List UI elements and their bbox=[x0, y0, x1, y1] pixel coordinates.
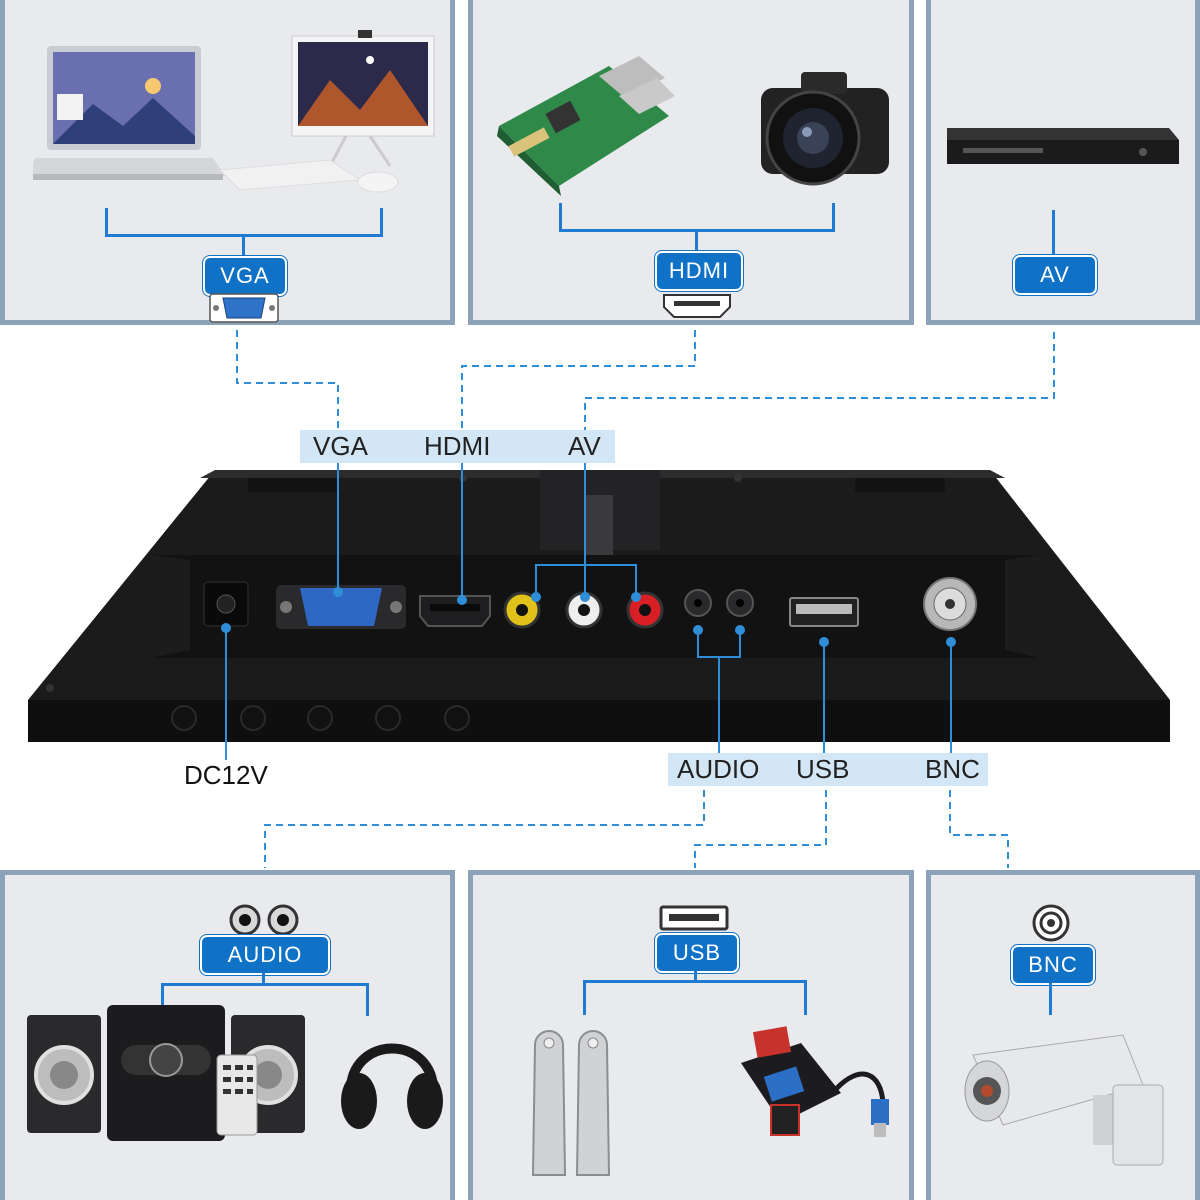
bnc-connector-icon bbox=[1032, 904, 1070, 942]
strip-label-av: AV bbox=[568, 431, 601, 461]
usb-output-panel: USB bbox=[468, 870, 914, 1200]
hdmi-port-icon bbox=[663, 294, 731, 318]
single-board-computer-icon bbox=[497, 56, 675, 196]
audio-badge: AUDIO bbox=[200, 935, 330, 975]
laptop-icon bbox=[33, 46, 225, 180]
bnc-output-panel: BNC bbox=[926, 870, 1200, 1200]
bottom-port-label-strip: AUDIO USB BNC bbox=[668, 753, 988, 786]
vga-port-icon bbox=[209, 293, 279, 323]
bnc-badge: BNC bbox=[1011, 945, 1095, 985]
security-camera-icon bbox=[964, 1034, 1164, 1166]
audio-bracket bbox=[161, 983, 369, 1016]
headphones-icon bbox=[341, 1043, 443, 1129]
usb-badge: USB bbox=[655, 933, 739, 973]
hdmi-source-panel: HDMI bbox=[468, 0, 914, 325]
flash-drive-icon bbox=[531, 1030, 611, 1176]
strip-label-audio: AUDIO bbox=[677, 754, 760, 784]
audio-output-panel: AUDIO bbox=[0, 870, 455, 1200]
top-port-label-strip: VGA HDMI AV bbox=[300, 430, 615, 463]
dc-power-label: DC12V bbox=[184, 760, 268, 790]
strip-label-vga: VGA bbox=[313, 431, 368, 461]
strip-label-usb: USB bbox=[796, 754, 850, 784]
stereo-system-icon bbox=[27, 1005, 305, 1141]
strip-label-bnc: BNC bbox=[925, 754, 980, 784]
av-source-panel: AV bbox=[926, 0, 1200, 325]
strip-label-hdmi: HDMI bbox=[424, 431, 491, 461]
camera-icon bbox=[761, 72, 889, 186]
hdmi-badge: HDMI bbox=[655, 251, 743, 291]
dvd-player-icon bbox=[947, 128, 1179, 164]
av-badge: AV bbox=[1013, 255, 1097, 295]
usb-bracket bbox=[583, 980, 807, 1015]
vga-badge: VGA bbox=[203, 256, 287, 296]
vga-source-panel: VGA bbox=[0, 0, 455, 325]
usb-port-icon bbox=[659, 905, 729, 931]
desktop-computer-icon bbox=[220, 30, 435, 193]
audio-jacks-icon bbox=[229, 904, 299, 936]
card-reader-icon bbox=[741, 1026, 889, 1137]
